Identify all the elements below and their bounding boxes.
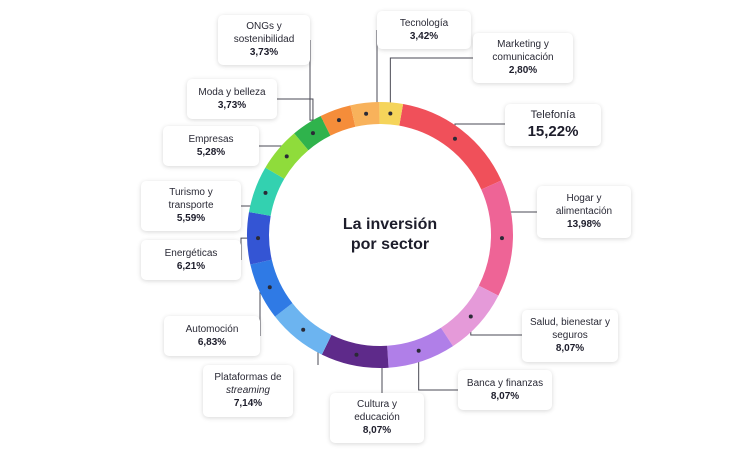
label-value: 7,14% — [233, 398, 263, 409]
connector-dot-automocion — [267, 285, 272, 290]
label-tecnologia: Tecnología 3,42% — [377, 11, 471, 49]
label-ongs-sostenibilidad: ONGs y sostenibilidad 3,73% — [218, 15, 310, 65]
label-value: 13,98% — [567, 219, 601, 230]
label-name: Automoción — [185, 323, 239, 335]
label-turismo-transporte: Turismo y transporte 5,59% — [141, 181, 241, 231]
connector-dot-banca-y-finanzas — [416, 348, 421, 353]
label-value: 5,59% — [176, 213, 206, 224]
donut-ring — [247, 102, 513, 368]
label-name: Cultura y educación — [354, 399, 400, 423]
segment-automocion — [250, 259, 293, 317]
segment-banca-y-finanzas — [386, 327, 453, 368]
segment-telefonia — [398, 104, 502, 190]
label-name: Tecnología — [399, 17, 449, 29]
segment-plataformas-de-streaming — [275, 302, 332, 355]
segment-salud-bienestar-y-seguros — [440, 285, 499, 347]
label-name: Banca y finanzas — [466, 377, 544, 389]
connector-dot-tecnologia — [364, 111, 369, 116]
connector-dot-energeticas — [256, 236, 261, 241]
label-value: 3,73% — [217, 99, 247, 111]
label-name: Moda y belleza — [198, 86, 266, 98]
connector-dot-plataformas-de-streaming — [301, 327, 306, 332]
connector-banca-y-finanzas — [418, 350, 458, 391]
connector-dot-salud-bienestar-y-seguros — [468, 314, 473, 319]
label-hogar-alimentacion: Hogar y alimentación 13,98% — [537, 186, 631, 238]
connector-dot-cultura-y-educacion — [354, 352, 359, 357]
label-value: 8,07% — [362, 425, 392, 436]
label-value: 2,80% — [508, 65, 538, 76]
label-telefonia: Telefonía 15,22% — [505, 104, 601, 146]
connector-tecnologia — [366, 30, 378, 115]
label-value: 3,73% — [249, 47, 279, 58]
connector-dot-moda-y-belleza — [310, 131, 315, 136]
label-banca-finanzas: Banca y finanzas 8,07% — [458, 370, 552, 410]
connector-dot-telefonia — [452, 136, 457, 141]
label-value: 6,83% — [197, 336, 227, 348]
label-value: 6,21% — [176, 260, 206, 272]
label-value: 8,07% — [555, 343, 585, 354]
label-marketing-comunicacion: Marketing y comunicación 2,80% — [473, 33, 573, 83]
label-name: Hogar y alimentación — [555, 193, 613, 217]
connector-dot-turismo-y-transporte — [263, 190, 268, 195]
label-name: Telefonía — [530, 109, 576, 121]
label-value: 8,07% — [490, 390, 520, 402]
label-value: 5,28% — [196, 146, 226, 158]
label-moda-belleza: Moda y belleza 3,73% — [187, 79, 277, 119]
label-name: ONGs y sostenibilidad — [233, 21, 295, 45]
connector-dot-marketing-y-comunicacion — [388, 111, 393, 116]
label-name: Turismo y transporte — [168, 187, 214, 211]
label-value: 15,22% — [527, 123, 579, 140]
label-energeticas: Energéticas 6,21% — [141, 240, 241, 280]
connector-dot-hogar-y-alimentacion — [499, 236, 504, 241]
label-value: 3,42% — [409, 30, 439, 42]
connector-dot-ongs-y-sostenibilidad — [336, 118, 341, 123]
connector-marketing-y-comunicacion — [389, 57, 473, 114]
label-name: Energéticas — [164, 247, 218, 259]
connector-dot-empresas — [284, 154, 289, 159]
label-name: Marketing y comunicación — [492, 39, 554, 63]
label-name-emphasis: streaming — [226, 385, 270, 396]
label-name: Empresas — [188, 133, 234, 145]
label-empresas: Empresas 5,28% — [163, 126, 259, 166]
label-automocion: Automoción 6,83% — [164, 316, 260, 356]
label-name: Salud, bienestar y seguros — [529, 317, 611, 341]
label-salud-bienestar: Salud, bienestar y seguros 8,07% — [522, 310, 618, 362]
label-cultura-educacion: Cultura y educación 8,07% — [330, 393, 424, 443]
connector-ongs-y-sostenibilidad — [309, 40, 339, 121]
